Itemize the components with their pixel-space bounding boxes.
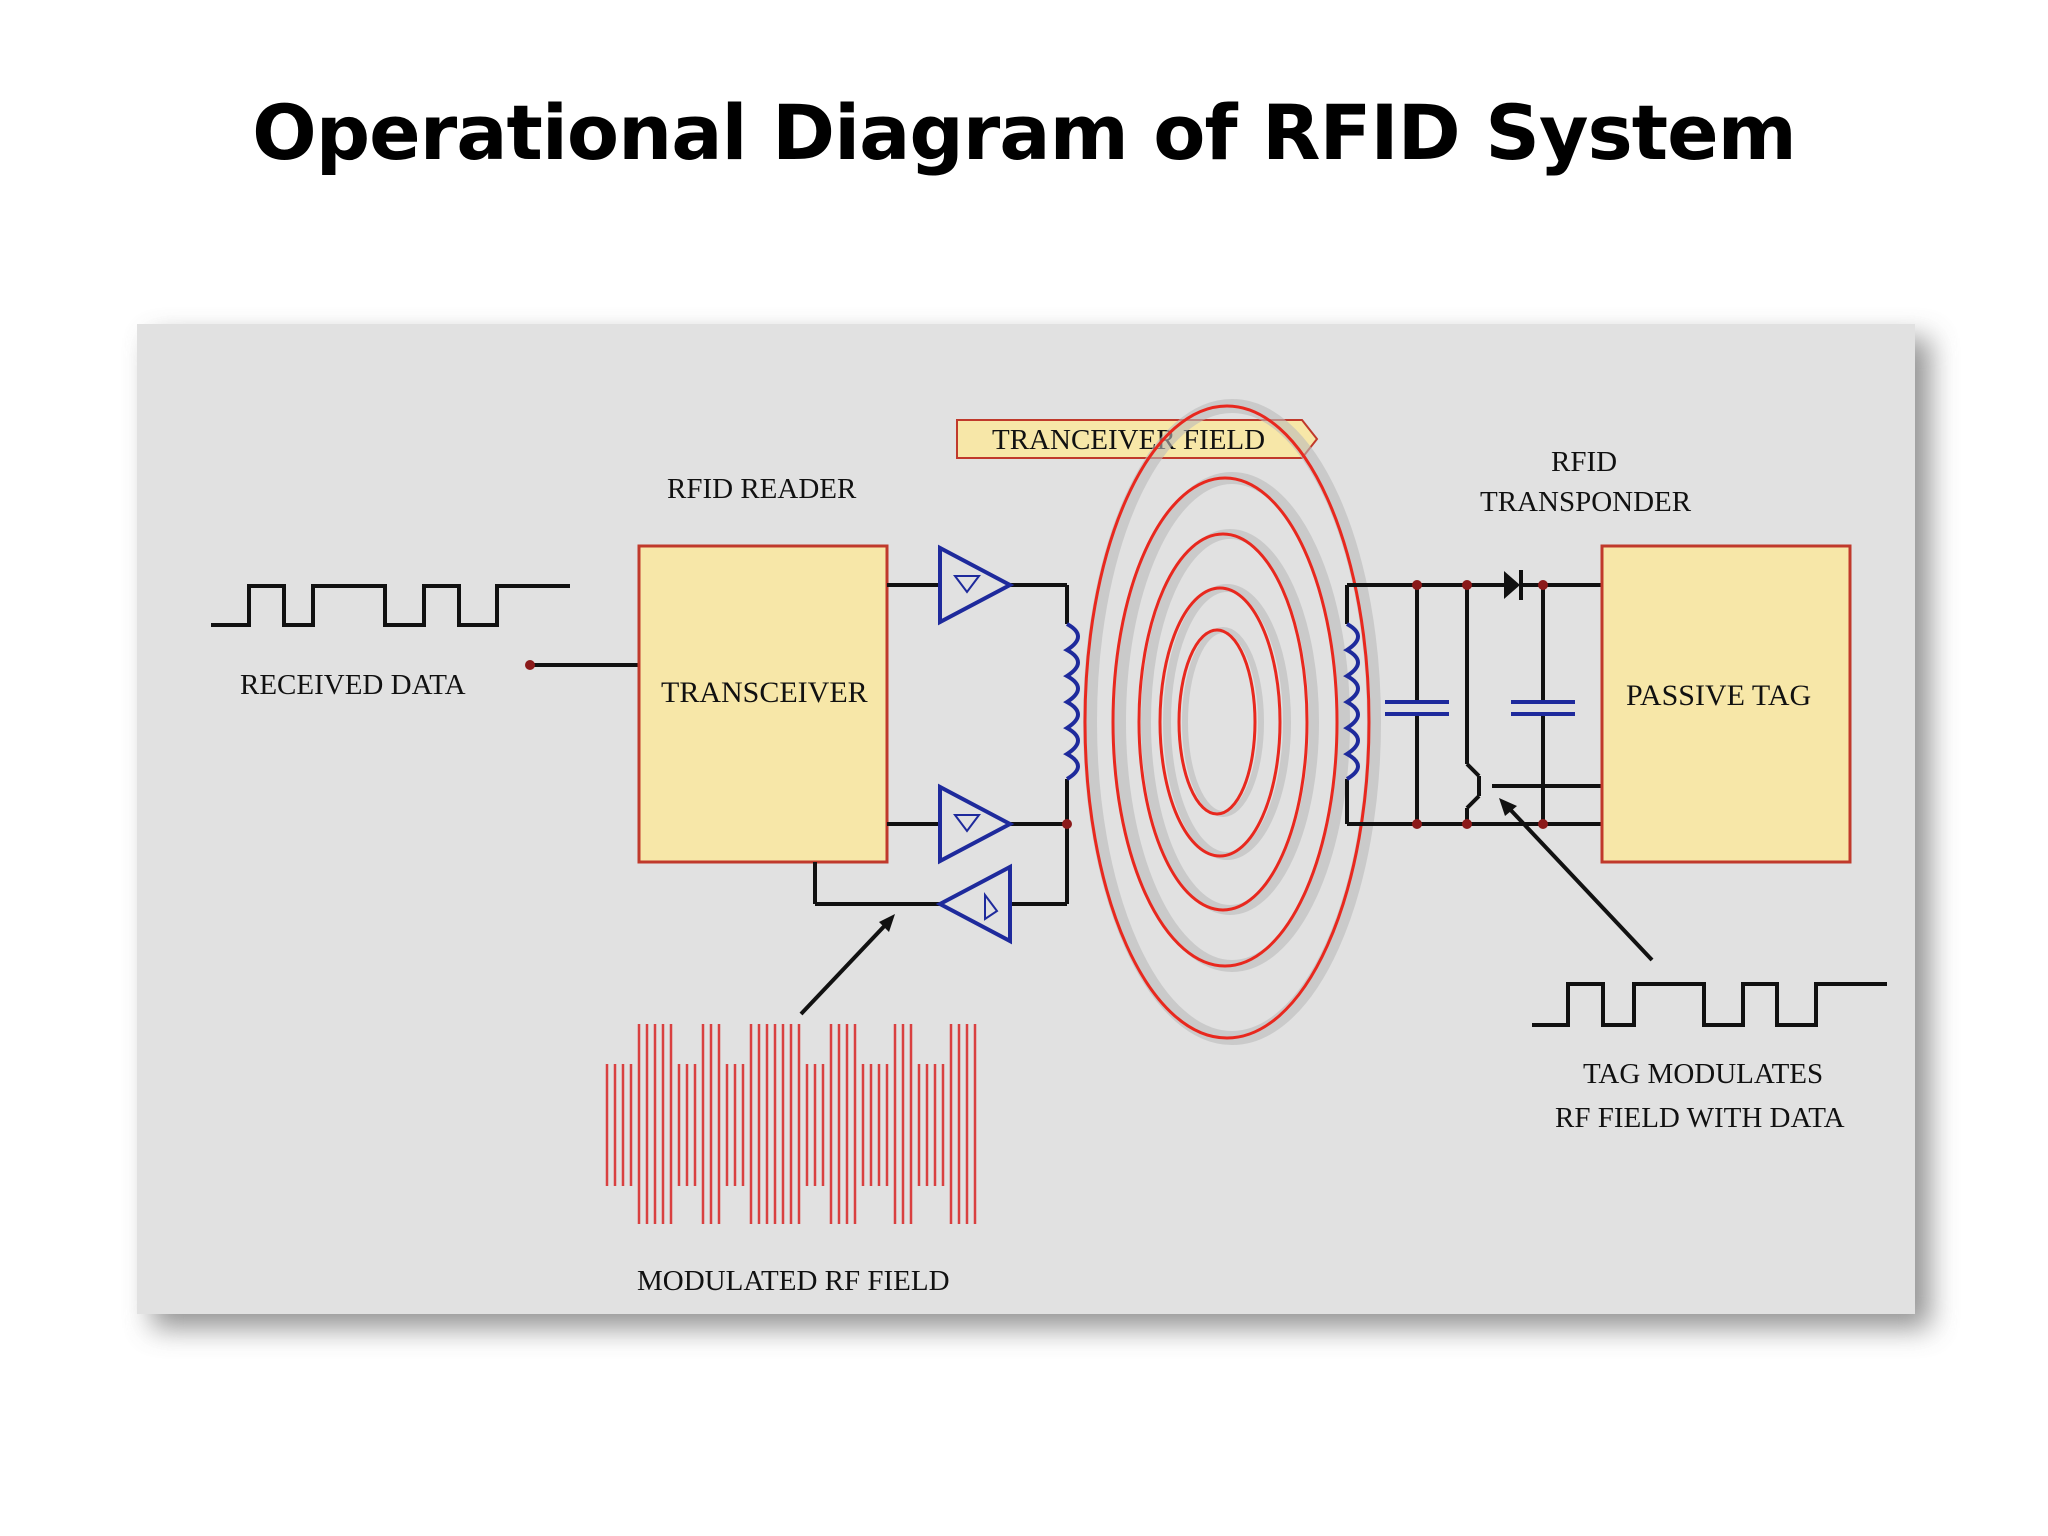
- amplifier-bottom-icon: [935, 863, 1012, 945]
- reader-coil-icon: [1063, 622, 1080, 781]
- tag-coil-icon: [1343, 622, 1360, 781]
- diagram-panel: RECEIVED DATA RFID READER TRANSCEIVER: [137, 324, 1915, 1314]
- rfid-transponder-label-line2: TRANSPONDER: [1480, 486, 1692, 518]
- tag-modulates-label-line2: RF FIELD WITH DATA: [1555, 1102, 1845, 1134]
- passive-tag-label: PASSIVE TAG: [1626, 679, 1811, 712]
- transceiver-label: TRANSCEIVER: [661, 676, 868, 709]
- slide-title: Operational Diagram of RFID System: [252, 88, 1797, 177]
- tag-modulates-label-line1: TAG MODULATES: [1583, 1058, 1823, 1090]
- junction-dot: [1062, 819, 1072, 829]
- modulated-rf-waveform: [605, 1024, 977, 1224]
- svg-text:TRANCEIVER FIELD: TRANCEIVER FIELD: [992, 424, 1265, 456]
- rfid-transponder-label-line1: RFID: [1551, 446, 1617, 478]
- reader-wiring: [813, 583, 1069, 906]
- transponder-wiring: [1345, 583, 1602, 826]
- tranceiver-field-banner: TRANCEIVER FIELD: [956, 419, 1319, 459]
- passive-tag-box: [1600, 544, 1852, 864]
- modulated-field-arrow: [799, 914, 895, 1016]
- rfid-diagram: RECEIVED DATA RFID READER TRANSCEIVER: [211, 399, 1887, 1297]
- modulated-rf-label: MODULATED RF FIELD: [637, 1265, 950, 1297]
- amplifier-middle-icon: [938, 783, 1015, 865]
- received-data-wire: [525, 660, 639, 670]
- rf-field-rings: [1083, 399, 1381, 1045]
- transponder-junctions: [1412, 580, 1548, 829]
- transceiver-box: [637, 544, 889, 864]
- tag-modulation-arrow: [1499, 798, 1654, 962]
- rfid-reader-label: RFID READER: [667, 473, 857, 505]
- tag-capacitor-left-icon: [1385, 700, 1449, 716]
- tag-diode-icon: [1504, 570, 1523, 600]
- received-data-label: RECEIVED DATA: [240, 669, 466, 701]
- tag-data-waveform: [1532, 982, 1887, 1027]
- tag-capacitor-right-icon: [1511, 700, 1575, 716]
- amplifier-top-icon: [938, 544, 1015, 626]
- received-data-waveform: [211, 584, 570, 627]
